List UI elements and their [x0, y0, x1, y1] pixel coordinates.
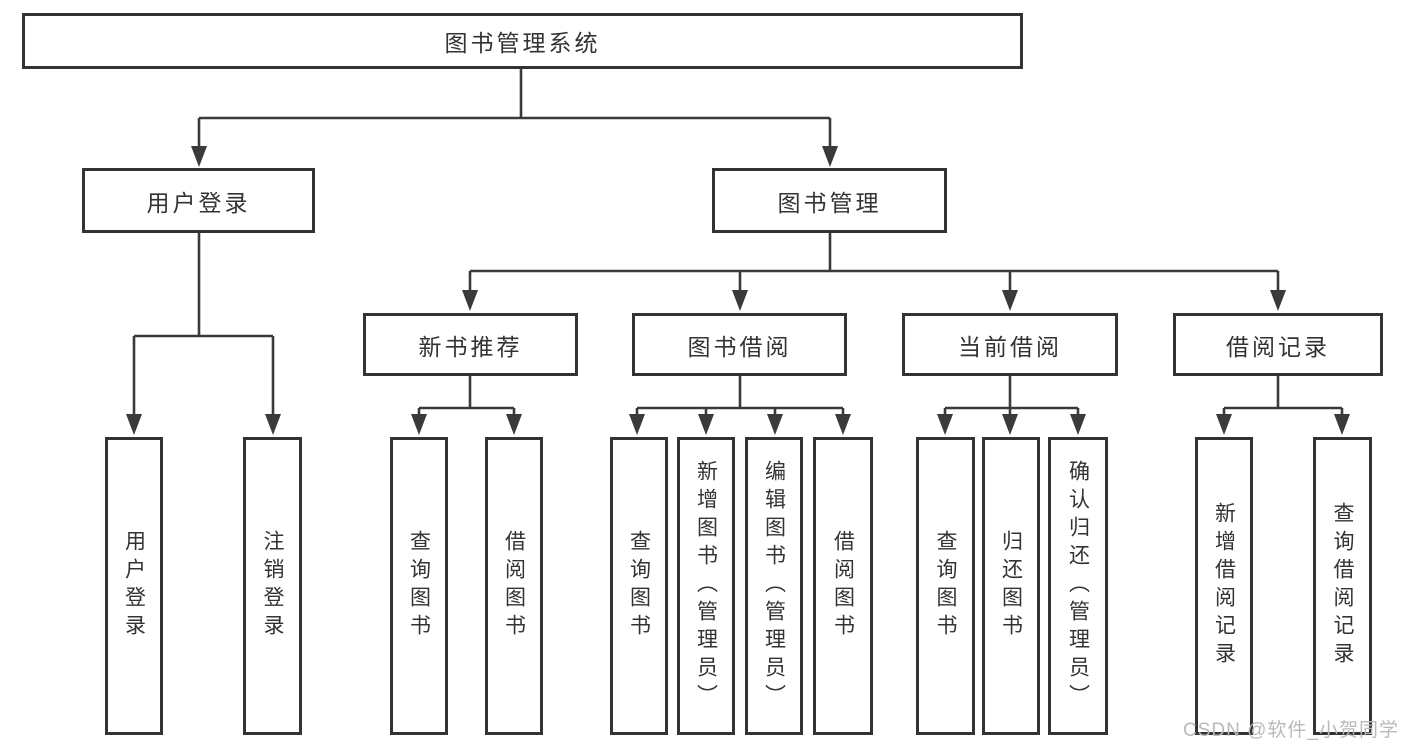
node-current-borrowing: 当前借阅: [902, 313, 1118, 376]
arrow-down-icon: [1002, 290, 1018, 311]
connector-root: [197, 69, 832, 150]
arrow-down-icon: [126, 414, 142, 435]
leaf-borrow-books-recommend: 借阅图书: [485, 437, 543, 735]
leaf-label: 借阅图书: [831, 530, 855, 642]
leaf-label: 确认归还（管理员）: [1066, 460, 1090, 712]
leaf-label: 归还图书: [999, 530, 1023, 642]
leaf-query-borrow-record: 查询借阅记录: [1313, 437, 1372, 735]
leaf-edit-book-admin: 编辑图书（管理员）: [745, 437, 803, 735]
leaf-return-book: 归还图书: [982, 437, 1040, 735]
leaf-borrow-books-borrowing: 借阅图书: [813, 437, 873, 735]
leaf-label: 借阅图书: [502, 530, 526, 642]
leaf-query-books-recommend: 查询图书: [390, 437, 448, 735]
leaf-confirm-return-admin: 确认归还（管理员）: [1048, 437, 1108, 735]
leaf-label: 查询图书: [407, 530, 431, 642]
connector-new-book-recommend: [417, 376, 516, 418]
node-borrowing-records: 借阅记录: [1173, 313, 1383, 376]
connector-book-borrowing: [635, 376, 845, 418]
leaf-label: 用户登录: [122, 530, 146, 642]
node-book-borrowing: 图书借阅: [632, 313, 847, 376]
arrow-down-icon: [835, 414, 851, 435]
arrow-down-icon: [1270, 290, 1286, 311]
arrow-down-icon: [191, 146, 207, 167]
arrow-down-icon: [411, 414, 427, 435]
leaf-label: 查询借阅记录: [1331, 502, 1354, 670]
connector-borrowing-records: [1222, 376, 1344, 418]
arrow-down-icon: [767, 414, 783, 435]
node-book-management: 图书管理: [712, 168, 947, 233]
arrow-down-icon: [732, 290, 748, 311]
node-new-book-recommend: 新书推荐: [363, 313, 578, 376]
arrow-down-icon: [698, 414, 714, 435]
arrow-down-icon: [629, 414, 645, 435]
arrow-down-icon: [1334, 414, 1350, 435]
leaf-query-books-current: 查询图书: [916, 437, 975, 735]
leaf-label: 查询图书: [934, 530, 957, 642]
node-root: 图书管理系统: [22, 13, 1023, 69]
leaf-logout: 注销登录: [243, 437, 302, 735]
node-user-login: 用户登录: [82, 168, 315, 233]
arrow-down-icon: [937, 414, 953, 435]
leaf-label: 查询图书: [627, 530, 651, 642]
arrow-down-icon: [265, 414, 281, 435]
leaf-add-borrow-record: 新增借阅记录: [1195, 437, 1253, 735]
connector-user-login: [132, 233, 275, 418]
leaf-add-book-admin: 新增图书（管理员）: [677, 437, 735, 735]
arrow-down-icon: [1216, 414, 1232, 435]
leaf-label: 新增图书（管理员）: [694, 460, 718, 712]
arrow-down-icon: [1070, 414, 1086, 435]
connector-book-management: [468, 233, 1280, 294]
arrow-down-icon: [462, 290, 478, 311]
connector-current-borrowing: [943, 376, 1080, 418]
leaf-label: 新增借阅记录: [1212, 502, 1236, 670]
arrow-down-icon: [1002, 414, 1018, 435]
leaf-query-books-borrowing: 查询图书: [610, 437, 668, 735]
leaf-user-login: 用户登录: [105, 437, 163, 735]
arrow-down-icon: [506, 414, 522, 435]
leaf-label: 编辑图书（管理员）: [762, 460, 786, 712]
watermark: CSDN @软件_小贺同学: [1183, 720, 1399, 741]
leaf-label: 注销登录: [261, 530, 284, 642]
arrow-down-icon: [822, 146, 838, 167]
